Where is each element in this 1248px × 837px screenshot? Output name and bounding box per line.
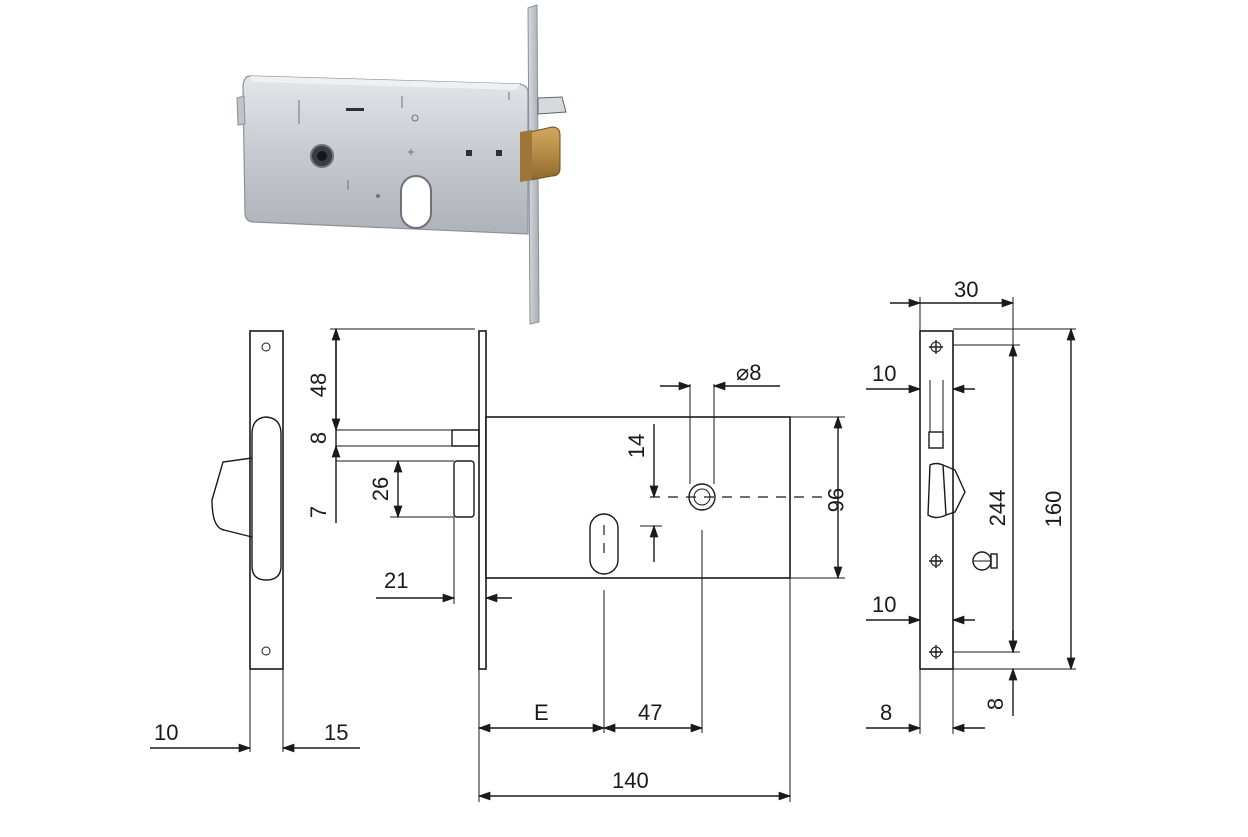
dim-bolt-height: 26 — [368, 477, 393, 501]
screw-hole-icon — [929, 340, 943, 659]
cylinder-symbol-icon — [972, 551, 998, 571]
dim-case-total-height: 160 — [1041, 491, 1066, 528]
faceplate-front-view: 30 10 10 8 244 160 8 — [866, 277, 1076, 734]
dim-case-height: 96 — [823, 488, 848, 512]
dim-front-plate-offset: 15 — [324, 720, 348, 745]
dim-bolt-projection: 21 — [384, 568, 408, 593]
dim-spindle-diameter: ⌀8 — [736, 360, 761, 385]
dim-bolt-gap: 7 — [306, 506, 331, 518]
dim-backset: E — [534, 700, 549, 725]
dim-latch-height: 8 — [306, 432, 331, 444]
dim-faceplate-thickness: 8 — [880, 700, 892, 725]
dim-case-length: 140 — [612, 768, 649, 793]
dim-top-to-latch: 48 — [306, 373, 331, 397]
mortise-lock-3d-render-icon — [236, 4, 567, 325]
dim-front-plate-width: 10 — [154, 720, 178, 745]
dim-faceplate-inner-bottom: 10 — [872, 592, 896, 617]
dim-faceplate-inner-top: 10 — [872, 361, 896, 386]
side-section-view: 48 8 7 26 21 14 ⌀8 96 E 47 140 — [306, 327, 848, 802]
dim-spindle-to-slot: 47 — [638, 700, 662, 725]
dim-bottom-offset: 8 — [983, 698, 1008, 710]
dim-hole-to-slot: 14 — [624, 434, 649, 458]
dim-faceplate-height: 244 — [985, 490, 1010, 527]
front-plate-view: 10 15 — [150, 330, 360, 753]
dim-faceplate-width: 30 — [954, 277, 978, 302]
